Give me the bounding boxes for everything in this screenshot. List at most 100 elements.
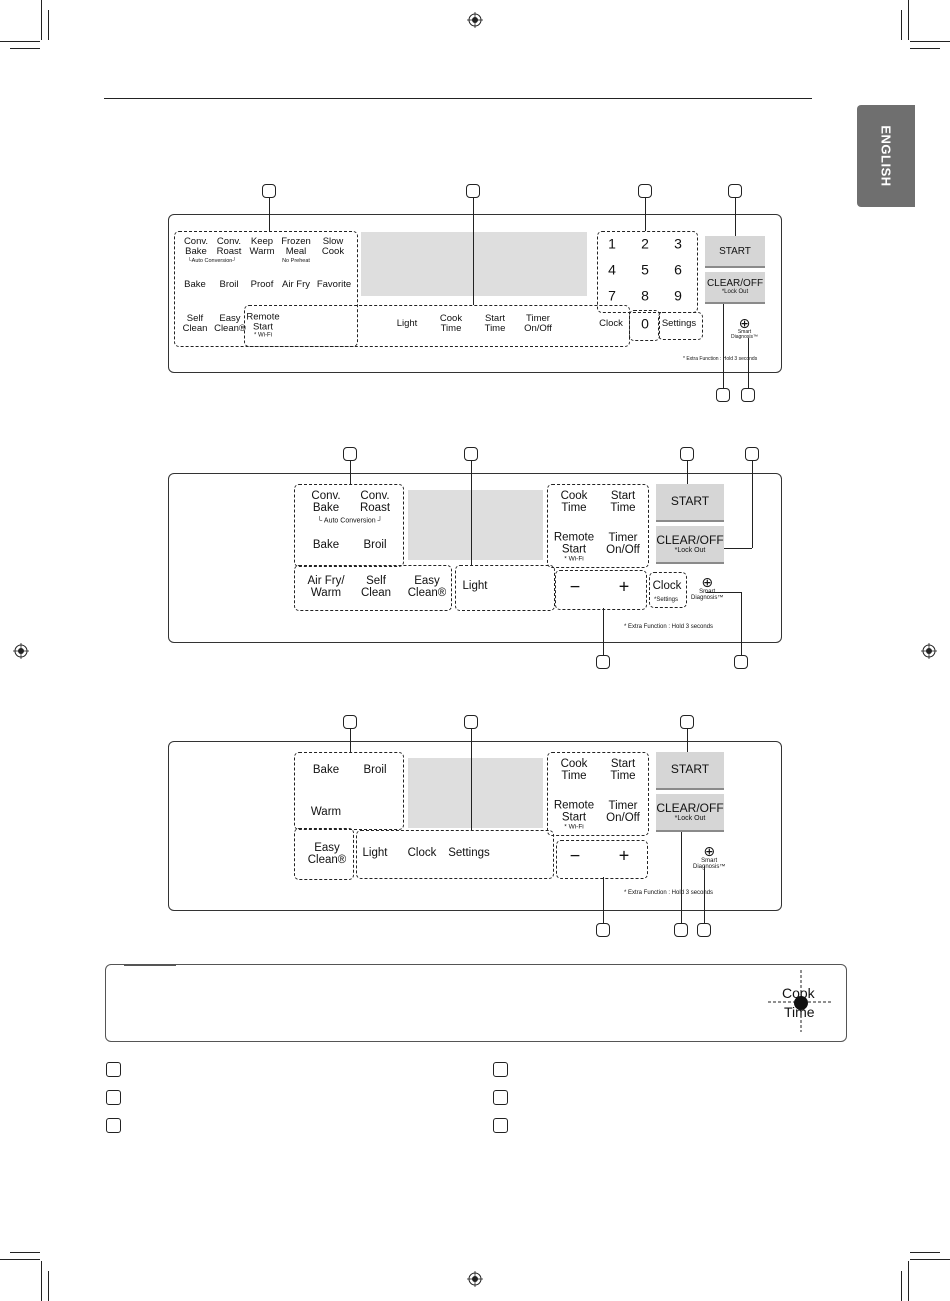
crop-mark bbox=[908, 1261, 909, 1301]
bake-button[interactable]: Bake bbox=[312, 538, 340, 551]
callout-box bbox=[596, 923, 610, 937]
auto-conversion-label: └Auto Conversion┘ bbox=[187, 258, 237, 265]
digit-7-button[interactable]: 7 bbox=[608, 287, 616, 304]
callout-box bbox=[262, 184, 276, 198]
cooking-modes-group bbox=[294, 752, 404, 830]
conv-roast-button[interactable]: Conv.Roast bbox=[359, 489, 391, 514]
crop-mark bbox=[41, 0, 42, 40]
light-button[interactable]: Light bbox=[362, 846, 388, 859]
smart-diagnosis[interactable]: ⊕ Smart Diagnosis™ bbox=[731, 315, 758, 341]
smart-diagnosis-icon: ⊕ bbox=[703, 843, 716, 859]
options-group bbox=[356, 830, 554, 879]
auto-conversion-label: └ Auto Conversion ┘ bbox=[317, 517, 383, 525]
broil-button[interactable]: Broil bbox=[363, 763, 387, 776]
minus-button[interactable]: − bbox=[569, 845, 581, 866]
digit-8-button[interactable]: 8 bbox=[641, 287, 649, 304]
favorite-button[interactable]: Favorite bbox=[316, 279, 352, 291]
digit-9-button[interactable]: 9 bbox=[674, 287, 682, 304]
crop-mark bbox=[901, 10, 902, 40]
clock-button[interactable]: Clock bbox=[407, 846, 437, 859]
callout-box bbox=[728, 184, 742, 198]
callout-leader bbox=[471, 729, 472, 830]
conv-bake-button[interactable]: Conv.Bake bbox=[183, 236, 209, 257]
registration-mark-icon bbox=[921, 643, 937, 659]
plus-button[interactable]: + bbox=[618, 845, 630, 866]
digit-2-button[interactable]: 2 bbox=[641, 235, 649, 252]
registration-mark-icon bbox=[467, 1271, 483, 1287]
clock-button[interactable]: Clock bbox=[599, 318, 623, 330]
clear-off-button[interactable]: CLEAR/OFF*Lock Out bbox=[656, 526, 724, 564]
broil-button[interactable]: Broil bbox=[363, 538, 387, 551]
minus-button[interactable]: − bbox=[569, 576, 581, 597]
callout-leader bbox=[752, 461, 753, 548]
bake-button[interactable]: Bake bbox=[184, 279, 206, 291]
smart-diagnosis[interactable]: ⊕ Smart Diagnosis™ bbox=[693, 843, 726, 871]
settings-button[interactable]: Settings bbox=[448, 846, 490, 859]
callout-leader bbox=[350, 461, 351, 484]
no-preheat-label: No Preheat bbox=[282, 258, 310, 265]
digit-5-button[interactable]: 5 bbox=[641, 261, 649, 278]
digit-3-button[interactable]: 3 bbox=[674, 235, 682, 252]
air-fry-warm-button[interactable]: Air Fry/Warm bbox=[307, 574, 345, 599]
broil-button[interactable]: Broil bbox=[219, 279, 239, 291]
callout-leader bbox=[603, 608, 604, 655]
light-button[interactable]: Light bbox=[462, 579, 488, 592]
bake-button[interactable]: Bake bbox=[312, 763, 340, 776]
proof-button[interactable]: Proof bbox=[250, 279, 274, 291]
clock-button[interactable]: Clock bbox=[652, 579, 682, 592]
zero-key-group bbox=[629, 310, 660, 341]
clear-off-button[interactable]: CLEAR/OFF*Lock Out bbox=[656, 794, 724, 832]
callout-leader bbox=[687, 461, 688, 484]
callout-leader bbox=[645, 198, 646, 231]
smart-diagnosis[interactable]: ⊕ Smart Diagnosis™ bbox=[691, 574, 724, 602]
light-button[interactable]: Light bbox=[396, 318, 418, 330]
digit-1-button[interactable]: 1 bbox=[608, 235, 616, 252]
callout-leader bbox=[603, 877, 604, 923]
air-fry-button[interactable]: Air Fry bbox=[282, 279, 310, 291]
start-button[interactable]: START bbox=[705, 236, 765, 268]
conv-bake-button[interactable]: Conv.Bake bbox=[311, 489, 341, 514]
digit-6-button[interactable]: 6 bbox=[674, 261, 682, 278]
digit-0-button[interactable]: 0 bbox=[641, 315, 649, 332]
note-box bbox=[105, 964, 847, 1042]
crop-mark bbox=[10, 48, 40, 49]
warm-button[interactable]: Warm bbox=[310, 805, 342, 818]
callout-box bbox=[466, 184, 480, 198]
start-button[interactable]: START bbox=[656, 752, 724, 790]
language-tab-label: ENGLISH bbox=[878, 125, 894, 187]
clear-off-button[interactable]: CLEAR/OFF*Lock Out bbox=[705, 272, 765, 304]
callout-box bbox=[674, 923, 688, 937]
callout-box bbox=[464, 447, 478, 461]
callout-box bbox=[343, 447, 357, 461]
digit-4-button[interactable]: 4 bbox=[608, 261, 616, 278]
touch-point-icon bbox=[768, 970, 832, 1032]
callout-leader bbox=[681, 832, 682, 923]
plus-button[interactable]: + bbox=[618, 576, 630, 597]
start-button[interactable]: START bbox=[656, 484, 724, 522]
settings-button[interactable]: Settings bbox=[661, 318, 697, 330]
legend-marker bbox=[493, 1090, 508, 1105]
conv-roast-button[interactable]: Conv.Roast bbox=[216, 236, 242, 257]
callout-box bbox=[697, 923, 711, 937]
settings-group bbox=[658, 312, 703, 340]
